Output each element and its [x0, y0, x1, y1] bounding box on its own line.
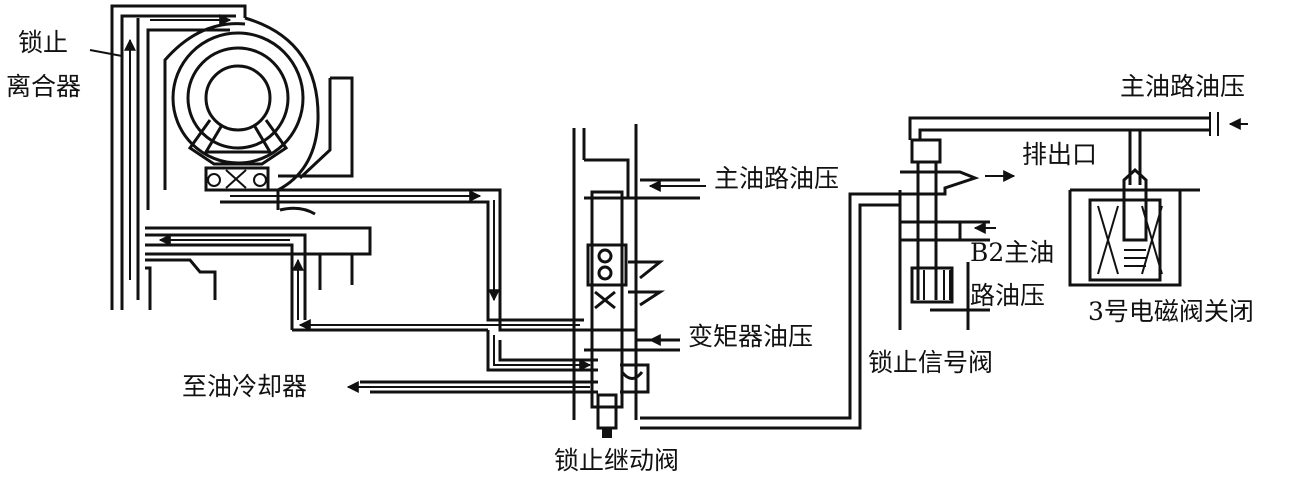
- flow-arrows: [124, 14, 1248, 393]
- solenoid-valve-3: [1068, 167, 1200, 287]
- clutch-leader-line: [89, 49, 123, 57]
- torque-converter: [110, 4, 372, 310]
- label-b2-line1: B2主油: [970, 238, 1055, 267]
- label-converter-pressure: 变矩器油压: [688, 322, 814, 351]
- label-lockup-relay-valve: 锁止继动阀: [554, 446, 680, 475]
- label-exhaust-port: 排出口: [1022, 140, 1098, 169]
- label-lockup-clutch-line1: 锁止: [18, 28, 69, 57]
- oil-passages: [145, 112, 1219, 430]
- lockup-signal-valve: [898, 138, 990, 330]
- label-lockup-signal-valve: 锁止信号阀: [868, 348, 994, 377]
- lockup-relay-valve: [572, 124, 700, 438]
- label-solenoid-3-off: 3号电磁阀关闭: [1088, 297, 1254, 326]
- label-to-cooler: 至油冷却器: [182, 372, 308, 401]
- label-main-pressure-mid: 主油路油压: [714, 164, 840, 193]
- label-lockup-clutch-line2: 离合器: [6, 72, 82, 101]
- label-main-pressure-top: 主油路油压: [1120, 72, 1246, 101]
- label-b2-line2: 路油压: [970, 281, 1046, 310]
